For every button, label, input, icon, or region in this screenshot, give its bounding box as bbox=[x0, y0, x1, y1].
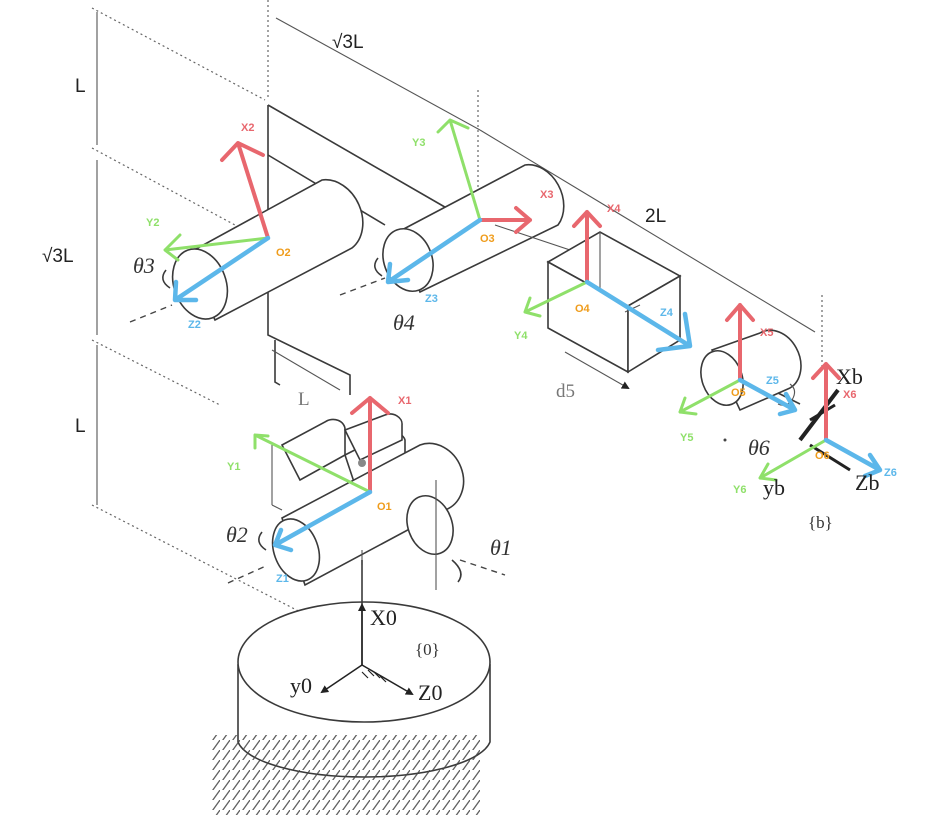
y5-label: Y5 bbox=[680, 432, 693, 444]
theta1-label: θ1 bbox=[490, 535, 512, 560]
rotation-arrows bbox=[162, 257, 462, 583]
y3-label: Y3 bbox=[412, 137, 425, 149]
x0-label: X0 bbox=[370, 605, 397, 630]
o2-label: O2 bbox=[276, 247, 291, 259]
frame4-axes bbox=[523, 210, 693, 353]
z2-label: Z2 bbox=[188, 319, 201, 331]
o3-label: O3 bbox=[480, 233, 495, 245]
y4-label: Y4 bbox=[514, 330, 528, 342]
x6-label: X6 bbox=[843, 389, 856, 401]
theta4-label: θ4 bbox=[393, 310, 415, 335]
wrist-cylinder bbox=[700, 329, 802, 412]
z3-label: Z3 bbox=[425, 293, 438, 305]
dim-small-L: L bbox=[298, 389, 310, 410]
x2-label: X2 bbox=[241, 122, 254, 134]
y6-label: Y6 bbox=[733, 484, 746, 496]
frameb-label: {b} bbox=[808, 513, 833, 532]
dim-top-L: L bbox=[75, 76, 86, 97]
zb-label: Zb bbox=[855, 470, 879, 495]
top-dimension-lines bbox=[275, 17, 823, 370]
o1-label: O1 bbox=[377, 501, 392, 513]
dim-2L: 2L bbox=[645, 206, 666, 227]
theta6-label: θ6 bbox=[748, 435, 770, 460]
frame0-label: {0} bbox=[415, 640, 440, 659]
dim-sqrt3L-top: √3L bbox=[332, 32, 364, 53]
xb-label: Xb bbox=[836, 364, 863, 389]
base-cylinder bbox=[212, 560, 491, 815]
z1-label: Z1 bbox=[276, 573, 289, 585]
z5-label: Z5 bbox=[766, 375, 779, 387]
dim-sqrt3L-left: √3L bbox=[42, 246, 74, 267]
joint1-cross bbox=[227, 413, 506, 590]
frame6-axes bbox=[758, 362, 883, 482]
theta3-label: θ3 bbox=[133, 253, 155, 278]
frame2-axes bbox=[163, 141, 271, 303]
x4-label: X4 bbox=[607, 203, 621, 215]
frame3-axes bbox=[385, 118, 532, 285]
x3-label: X3 bbox=[540, 189, 553, 201]
dim-d5: d5 bbox=[556, 381, 575, 402]
frame5-axes bbox=[678, 303, 798, 417]
gripper bbox=[798, 388, 851, 472]
x1-label: X1 bbox=[398, 395, 411, 407]
z4-label: Z4 bbox=[660, 307, 674, 319]
y0-label: y0 bbox=[290, 673, 312, 698]
small-dot bbox=[723, 438, 727, 442]
theta2-label: θ2 bbox=[226, 522, 248, 547]
frame1-axes bbox=[253, 396, 390, 553]
yb-label: yb bbox=[763, 475, 785, 500]
dim-bot-L: L bbox=[75, 416, 86, 437]
x5-label: X5 bbox=[760, 327, 773, 339]
base-frame-axes bbox=[320, 603, 414, 696]
o6-label: O6 bbox=[815, 450, 830, 462]
o5-label: O5 bbox=[731, 387, 746, 399]
z0-label: Z0 bbox=[418, 680, 442, 705]
y1-label: Y1 bbox=[227, 461, 240, 473]
o4-label: O4 bbox=[575, 303, 591, 315]
y2-label: Y2 bbox=[146, 217, 159, 229]
z6-label: Z6 bbox=[884, 467, 897, 479]
